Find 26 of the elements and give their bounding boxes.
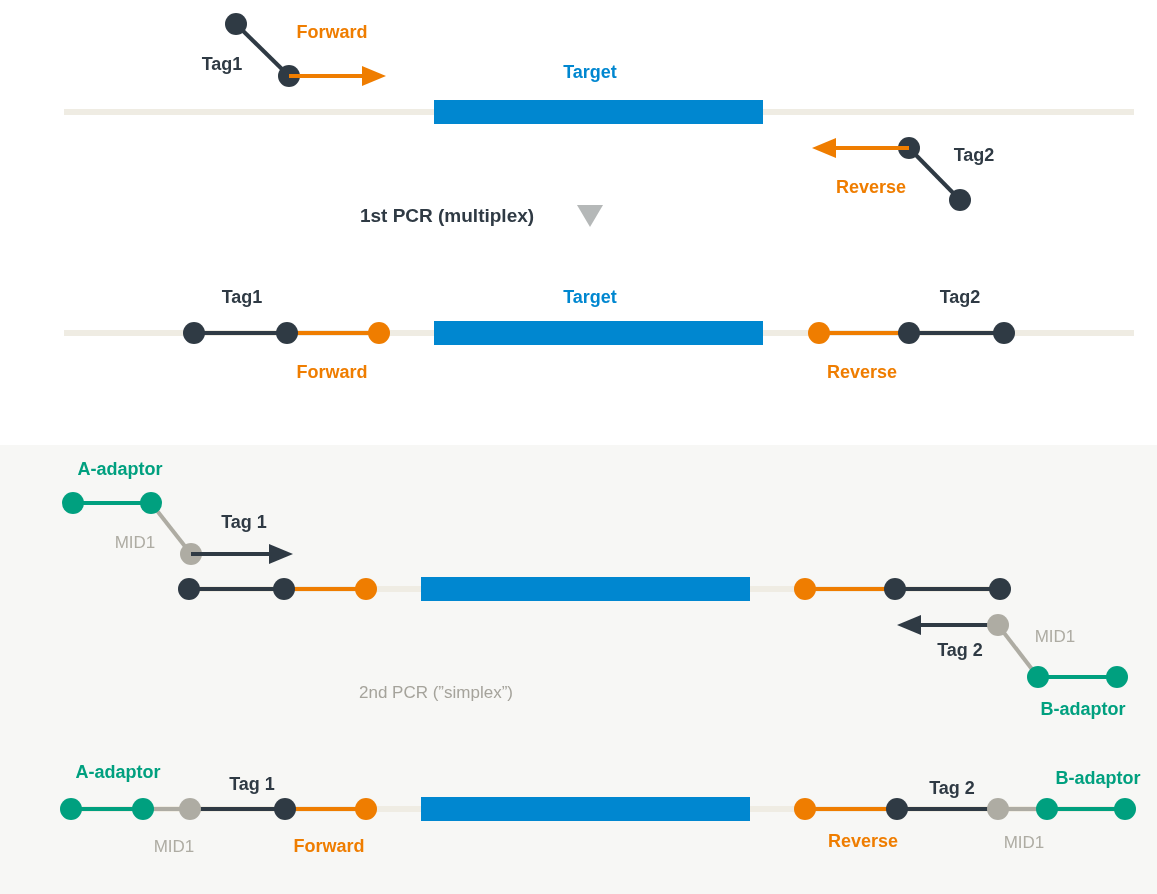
part-label: A-adaptor [77,460,163,478]
part-label: Reverse [827,832,899,850]
part-label: B-adaptor [1055,769,1141,787]
part-label: Tag2 [939,288,981,306]
part-label: A-adaptor [75,763,161,781]
part-label: 2nd PCR (”simplex”) [359,683,513,701]
part-label: Forward [296,23,368,41]
part-label: Tag 1 [229,775,275,793]
part-label: Tag1 [221,288,263,306]
part-label: MID1 [1003,833,1045,851]
part-label: MID1 [153,837,195,855]
part-label: Target [563,63,617,81]
part-label: Tag2 [953,146,995,164]
part-label: Tag 2 [929,779,975,797]
part-label: Tag 2 [937,641,983,659]
part-label: Tag 1 [221,513,267,531]
part-label: Target [563,288,617,306]
part-label: MID1 [1034,627,1076,645]
part-label: Reverse [826,363,898,381]
part-label: Forward [293,837,365,855]
part-label: Tag1 [201,55,243,73]
part-label: B-adaptor [1040,700,1126,718]
part-label: Reverse [835,178,907,196]
part-label: Forward [296,363,368,381]
part-label: MID1 [114,533,156,551]
part-label: 1st PCR (multiplex) [359,205,535,225]
